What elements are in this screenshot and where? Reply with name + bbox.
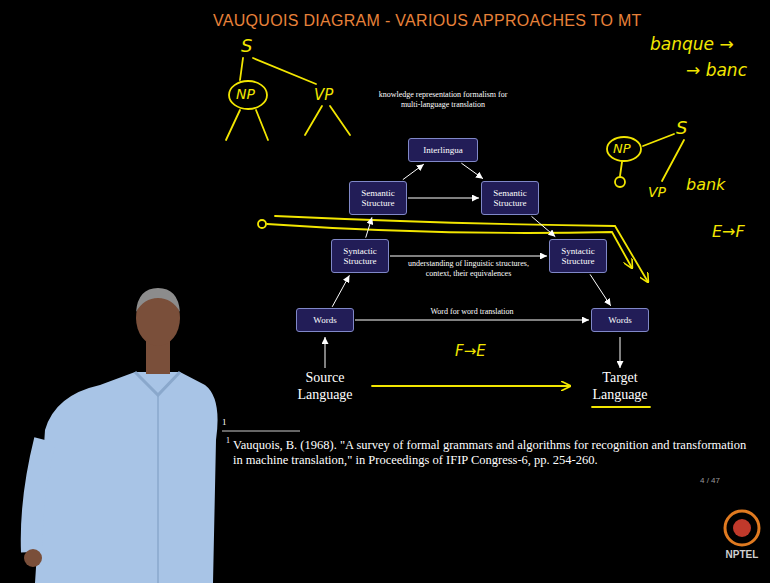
- collar: [135, 372, 180, 395]
- footnote-number: 1: [222, 417, 227, 428]
- handwritten-note: → banc: [686, 60, 747, 80]
- target-label: Target Language: [575, 370, 665, 404]
- handwritten-note: VP: [314, 86, 333, 104]
- ink-circle: [229, 81, 267, 109]
- ink-tree-line: [240, 58, 243, 80]
- handwritten-note: S: [676, 117, 687, 139]
- box-text: Interlingua: [412, 145, 474, 155]
- handwritten-note: S: [241, 35, 252, 57]
- logo-ring: [725, 511, 759, 545]
- connector-arrow: [408, 198, 479, 199]
- ink-tree-line: [643, 134, 674, 146]
- connector-arrow: [355, 320, 589, 321]
- connector-arrow: [590, 274, 611, 305]
- output-arrow: [620, 337, 621, 368]
- ink-tree-line: [305, 106, 322, 135]
- annotation-text: knowledge representation formalism for m…: [368, 90, 518, 109]
- handwritten-note: NP: [613, 141, 631, 157]
- handwritten-note: NP: [236, 86, 255, 103]
- edge-label: understanding of linguistic structures, …: [394, 259, 544, 278]
- ink-arrow: [275, 216, 648, 282]
- ink-tree-line: [256, 110, 268, 140]
- box-text: Syntactic Structure: [335, 246, 385, 267]
- ink-circle: [607, 137, 641, 161]
- placket: [157, 395, 159, 583]
- hand: [24, 549, 42, 567]
- connector-arrow: [332, 275, 349, 306]
- stage-box: Semantic Structure: [481, 181, 539, 216]
- slide-title: VAUQUOIS DIAGRAM - VARIOUS APPROACHES TO…: [213, 12, 642, 30]
- ink-underline: [592, 406, 650, 408]
- handwritten-note: banque →: [650, 34, 734, 54]
- handwritten-note: bank: [686, 175, 725, 194]
- stage-box: Semantic Structure: [349, 181, 407, 216]
- footnote-number: 1: [226, 436, 230, 446]
- handwritten-note: E→F: [712, 222, 745, 241]
- box-text: Semantic Structure: [353, 188, 403, 209]
- input-arrow: [325, 337, 326, 368]
- connector-arrow: [403, 164, 424, 179]
- hair: [136, 288, 180, 312]
- ink-tree-line: [226, 110, 240, 140]
- connector-arrow: [366, 217, 372, 237]
- source-label: Source Language: [280, 370, 370, 404]
- page-number: 4 / 47: [700, 476, 720, 486]
- logo-gear: [733, 519, 751, 537]
- connector-arrow: [532, 216, 556, 236]
- ink-tree-line: [662, 140, 684, 181]
- ink-tree-line: [620, 162, 622, 176]
- box-text: Syntactic Structure: [553, 246, 603, 267]
- edge-label: Word for word translation: [402, 307, 542, 317]
- stage-box: Words: [296, 308, 354, 332]
- box-text: Semantic Structure: [485, 188, 535, 209]
- ink-dot: [615, 177, 625, 187]
- ink-dot: [258, 220, 266, 228]
- reference-text: Vauquois, B. (1968). "A survey of formal…: [233, 438, 758, 468]
- connector-arrow: [461, 163, 483, 178]
- stage-box: Interlingua: [408, 138, 478, 162]
- stage-box: Syntactic Structure: [549, 239, 607, 274]
- logo-text: NPTEL: [717, 549, 767, 561]
- ink-arrow: [372, 385, 570, 387]
- stage-box: Syntactic Structure: [331, 239, 389, 274]
- box-text: Words: [300, 315, 350, 325]
- arm: [32, 440, 45, 552]
- connector-arrow: [390, 256, 547, 257]
- footnote-rule: [222, 431, 300, 432]
- handwritten-note: VP: [648, 184, 666, 201]
- box-text: Words: [595, 315, 645, 325]
- stage-box: Words: [591, 308, 649, 332]
- handwritten-note: F→E: [455, 342, 486, 360]
- ink-tree-line: [330, 106, 350, 135]
- shirt: [35, 372, 218, 583]
- ink-tree-line: [253, 58, 316, 84]
